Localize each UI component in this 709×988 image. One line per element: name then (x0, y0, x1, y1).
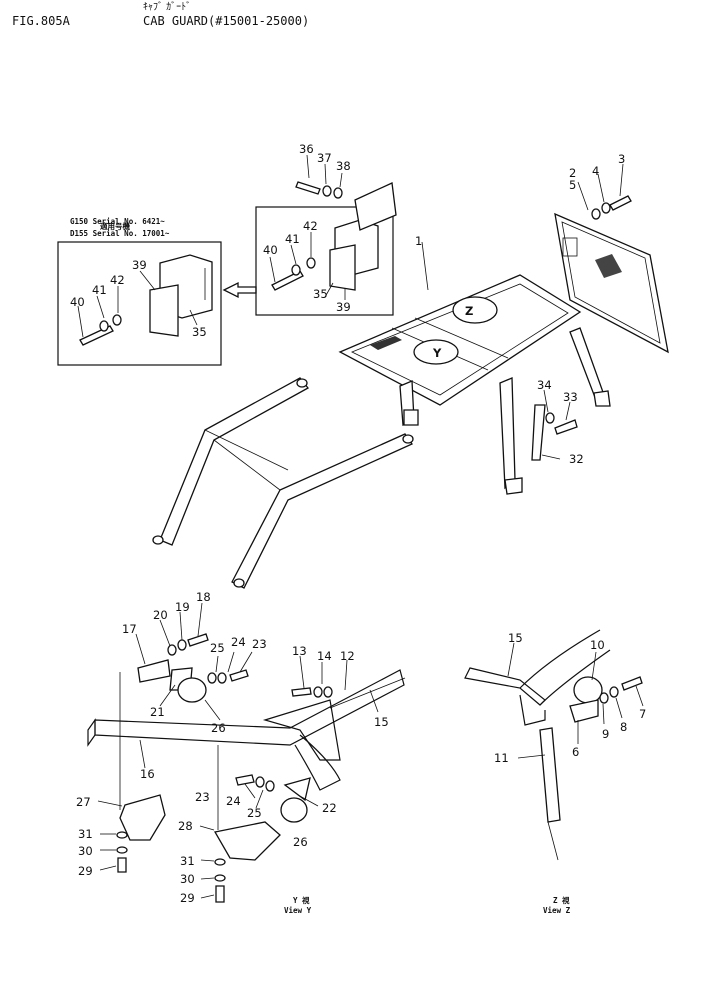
callout-1: 1 (415, 234, 422, 248)
washer-38 (333, 187, 343, 199)
callout-7: 7 (639, 707, 646, 721)
callout-35-left: 35 (192, 325, 207, 339)
clamp-6 (573, 676, 603, 704)
callout-26-bottom: 26 (293, 835, 308, 849)
callout-35-right: 35 (313, 287, 328, 301)
callout-15-y: 15 (374, 715, 389, 729)
cab-guard-frame: Z Y (152, 163, 669, 589)
callout-19: 19 (175, 600, 190, 614)
marker-z: Z (465, 304, 473, 318)
view-y-jp: Y 視 (293, 895, 310, 905)
bolt-36 (295, 181, 321, 195)
top-plate (354, 182, 397, 231)
view-y-detail (87, 602, 406, 903)
callout-14: 14 (317, 649, 332, 663)
callout-5: 5 (569, 178, 576, 192)
title-kana: ｷｬﾌﾞ ｶﾞｰﾄﾞ (143, 2, 192, 13)
callout-37: 37 (317, 151, 332, 165)
view-z-label: View Z (543, 906, 571, 915)
callout-25-top: 25 (210, 641, 225, 655)
callout-40-right: 40 (263, 243, 278, 257)
figure-title: CAB GUARD(#15001-25000) (143, 14, 310, 28)
inset-serial-2: D155 Serial No. 17001~ (70, 229, 170, 238)
callout-21: 21 (150, 705, 165, 719)
bracket-39-left (149, 284, 179, 337)
callout-24-bottom: 24 (226, 794, 241, 808)
callout-18: 18 (196, 590, 211, 604)
callout-2: 2 (569, 166, 576, 180)
callout-33: 33 (563, 390, 578, 404)
callout-28: 28 (178, 819, 193, 833)
inset-heading: 適用号機 (100, 221, 130, 231)
washer-42-left (112, 314, 122, 326)
callout-17: 17 (122, 622, 137, 636)
callout-10: 10 (590, 638, 605, 652)
washer-41-right (291, 264, 301, 276)
view-y-label: View Y (284, 906, 312, 915)
rear-screen-panel (554, 212, 669, 354)
bolt-40-right (271, 270, 304, 291)
callout-42-left: 42 (110, 273, 125, 287)
bolt-40-left (79, 325, 114, 346)
callout-38: 38 (336, 159, 351, 173)
callout-16: 16 (140, 767, 155, 781)
bracket-27 (119, 794, 166, 841)
callout-27: 27 (76, 795, 91, 809)
rops-bar-right (231, 433, 413, 589)
callout-31-right: 31 (180, 854, 195, 868)
callout-15-z: 15 (508, 631, 523, 645)
callout-26-top: 26 (211, 721, 226, 735)
callout-22: 22 (322, 801, 337, 815)
inset-serial-1: G150 Serial No. 6421~ (70, 217, 165, 226)
marker-z-bubble (452, 296, 498, 324)
rops-bar-left (159, 377, 309, 546)
callout-6: 6 (572, 745, 579, 759)
inset-left: 適用号機 G150 Serial No. 6421~ G150 Serial N… (57, 217, 222, 366)
callout-39-left: 39 (132, 258, 147, 272)
washer-42-right (306, 257, 316, 269)
callout-31-left: 31 (78, 827, 93, 841)
view-z-jp: Z 視 (553, 895, 570, 905)
bracket-28 (213, 821, 281, 861)
callout-41-right: 41 (285, 232, 300, 246)
callout-25-bottom: 25 (247, 806, 262, 820)
roof-hatch (370, 336, 402, 350)
callout-29-left: 29 (78, 864, 93, 878)
callout-3: 3 (618, 152, 625, 166)
callout-42-right: 42 (303, 219, 318, 233)
callout-34: 34 (537, 378, 552, 392)
marker-y: Y (432, 346, 442, 360)
callout-36: 36 (299, 142, 314, 156)
callout-40-left: 40 (70, 295, 85, 309)
callout-32: 32 (569, 452, 584, 466)
callout-23-top: 23 (252, 637, 267, 651)
callout-29-right: 29 (180, 891, 195, 905)
washer-37 (322, 185, 332, 197)
marker-y-bubble (413, 339, 459, 365)
callout-24-top: 24 (231, 635, 246, 649)
callout-4: 4 (592, 164, 599, 178)
inset-right (255, 154, 397, 316)
callout-9: 9 (602, 727, 609, 741)
callout-41-left: 41 (92, 283, 107, 297)
callout-12: 12 (340, 649, 355, 663)
callout-11: 11 (494, 751, 509, 765)
figure-number: FIG.805A (12, 14, 70, 28)
bracket-39-right (329, 244, 356, 291)
callout-13: 13 (292, 644, 307, 658)
stay-11 (539, 727, 561, 823)
callout-8: 8 (620, 720, 627, 734)
callout-39-right: 39 (336, 300, 351, 314)
callout-30-left: 30 (78, 844, 93, 858)
washer-41-left (99, 320, 109, 332)
callout-20: 20 (153, 608, 168, 622)
callout-30-right: 30 (180, 872, 195, 886)
callout-23-bottom: 23 (195, 790, 210, 804)
clamp-26-bottom (280, 797, 308, 823)
view-z-detail (464, 629, 644, 861)
inset-arrow (222, 281, 257, 299)
bracket-17 (137, 659, 171, 683)
clamp-26-top (177, 677, 207, 703)
